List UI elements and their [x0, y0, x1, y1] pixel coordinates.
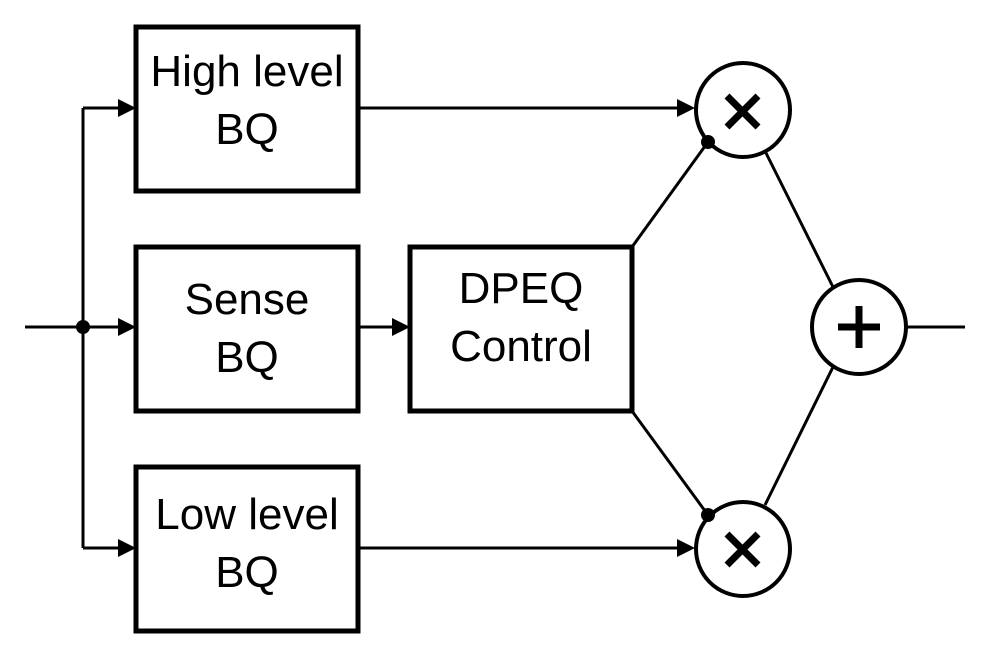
sense-bq-label-line2: BQ	[215, 333, 279, 382]
control-wire-to-bottom-multiplier	[630, 410, 710, 516]
low-level-bq-block: Low level BQ	[133, 464, 361, 634]
bottom-multiplier-control-dot	[701, 508, 715, 522]
high-level-bq-label-line2: BQ	[215, 105, 279, 154]
sense-bq-label-line1: Sense	[185, 275, 310, 324]
sense-bq-block: Sense BQ	[133, 244, 361, 414]
high-level-bq-label-line1: High level	[150, 47, 343, 96]
dpeq-control-label-line1: DPEQ	[459, 264, 584, 313]
arrow-to-sense-bq	[118, 318, 136, 336]
wire-top-multiplier-to-summer	[763, 150, 835, 288]
top-multiplier-control-dot	[701, 135, 715, 149]
arrow-to-dpeq-control	[392, 318, 410, 336]
top-multiplier-node	[694, 61, 792, 159]
high-level-bq-block: High level BQ	[133, 24, 361, 194]
bottom-multiplier-node	[694, 500, 792, 598]
arrow-to-bottom-multiplier	[677, 539, 695, 557]
arrow-to-high-level-bq	[118, 99, 136, 117]
summer-node	[810, 278, 908, 376]
low-level-bq-label-line1: Low level	[155, 490, 338, 539]
arrow-to-low-level-bq	[118, 539, 136, 557]
dpeq-control-label-line2: Control	[450, 322, 592, 371]
dpeq-control-block: DPEQ Control	[407, 244, 635, 414]
control-wire-to-top-multiplier	[630, 141, 710, 248]
arrow-to-top-multiplier	[677, 99, 695, 117]
low-level-bq-label-line2: BQ	[215, 548, 279, 597]
wire-bottom-multiplier-to-summer	[763, 366, 835, 506]
